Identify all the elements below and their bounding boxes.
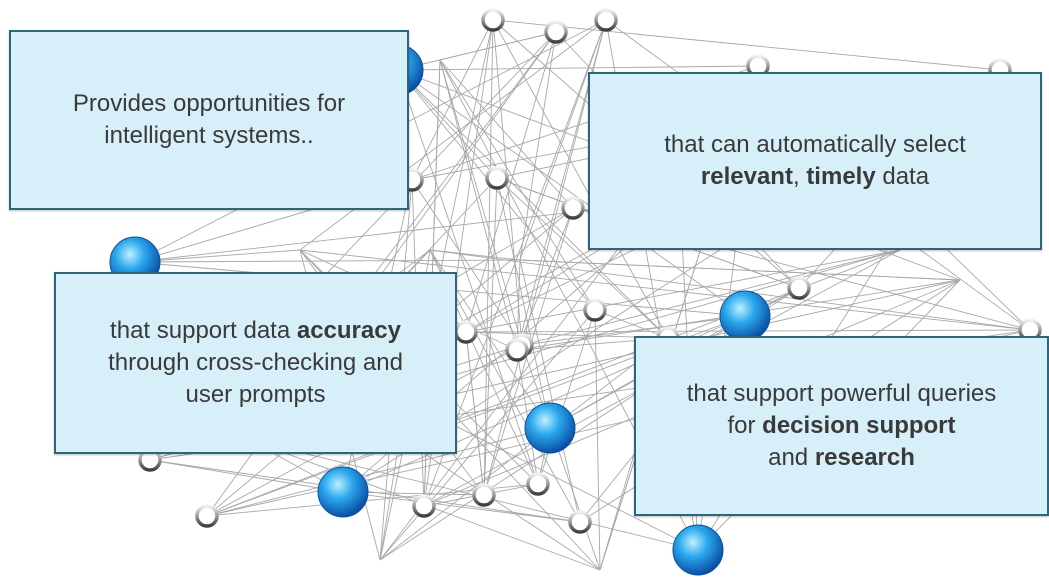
- callout-intelligent-systems: Provides opportunities for intelligent sy…: [9, 30, 409, 210]
- gray-node: [583, 298, 607, 322]
- network-edge: [483, 177, 498, 496]
- blue-node: [524, 402, 576, 454]
- network-edge: [134, 249, 301, 263]
- network-edge: [206, 249, 901, 517]
- network-edge: [519, 259, 961, 281]
- callout-line: for decision support: [687, 410, 997, 442]
- network-edge: [439, 59, 523, 346]
- blue-node: [719, 290, 771, 342]
- callout-text: that can automatically select relevant, t…: [650, 129, 980, 193]
- network-edge: [516, 207, 574, 351]
- network-edge: [397, 69, 746, 317]
- callout-line: relevant, timely data: [664, 161, 966, 193]
- callout-powerful-queries: that support powerful queries for decisio…: [634, 336, 1049, 516]
- network-edge: [439, 59, 596, 311]
- gray-node: [454, 320, 478, 344]
- callout-line: user prompts: [108, 379, 403, 411]
- callout-text-segment: and: [768, 444, 815, 471]
- callout-emphasis: decision support: [762, 412, 956, 439]
- network-edge: [465, 249, 901, 333]
- gray-node: [481, 8, 505, 32]
- callout-text: that support powerful queries for decisio…: [673, 378, 1011, 474]
- network-edge: [519, 259, 581, 523]
- callout-text-segment: that support powerful queries: [686, 380, 997, 407]
- callout-emphasis: accuracy: [296, 317, 401, 344]
- callout-line: through cross-checking and: [108, 347, 403, 379]
- network-edge: [134, 259, 521, 263]
- network-edge: [397, 65, 759, 71]
- callout-select-data: that can automatically select relevant, t…: [588, 72, 1042, 250]
- callout-line: that can automatically select: [664, 129, 966, 161]
- network-edge: [521, 344, 601, 571]
- gray-node: [568, 510, 592, 534]
- callout-text-segment: that can automatically select: [664, 131, 966, 158]
- network-edge: [379, 337, 669, 561]
- callout-line: Provides opportunities for: [73, 88, 345, 120]
- network-edge: [411, 19, 494, 181]
- callout-emphasis: relevant: [700, 163, 793, 190]
- network-edge: [299, 249, 1031, 331]
- network-edge: [519, 19, 607, 261]
- gray-node: [412, 494, 436, 518]
- callout-text: Provides opportunities for intelligent sy…: [59, 88, 359, 152]
- network-edge: [397, 69, 596, 311]
- callout-text-segment: intelligent systems..: [104, 122, 314, 149]
- network-edge: [397, 31, 557, 71]
- gray-node: [472, 483, 496, 507]
- callout-emphasis: timely: [806, 163, 876, 190]
- network-edge: [439, 59, 574, 209]
- callout-text-segment: for: [727, 412, 763, 439]
- network-edge: [519, 31, 557, 261]
- gray-node: [526, 472, 550, 496]
- network-edge: [411, 179, 523, 346]
- network-edge: [521, 315, 746, 346]
- callout-line: that support powerful queries: [687, 378, 997, 410]
- gray-node: [505, 338, 529, 362]
- callout-line: and research: [687, 442, 997, 474]
- blue-node: [317, 466, 369, 518]
- gray-node: [787, 276, 811, 300]
- gray-node: [195, 504, 219, 528]
- callout-text-segment: data: [875, 163, 930, 190]
- gray-node: [561, 196, 585, 220]
- network-edge: [594, 309, 601, 571]
- gray-node: [485, 166, 509, 190]
- network-edge: [397, 69, 669, 339]
- gray-node: [544, 20, 568, 44]
- network-edge: [149, 459, 344, 493]
- network-edge: [439, 59, 518, 351]
- network-edge: [537, 309, 596, 485]
- network-edge: [397, 69, 539, 485]
- network-edge: [429, 249, 1031, 331]
- callout-text-segment: that support data: [110, 317, 297, 344]
- network-edge: [496, 177, 669, 339]
- network-edge: [379, 309, 596, 561]
- blue-node: [672, 524, 724, 576]
- callout-line: that support data accuracy: [108, 315, 403, 347]
- network-edge: [299, 19, 607, 251]
- callout-text-segment: ,: [792, 163, 807, 190]
- callout-emphasis: research: [814, 444, 915, 471]
- gray-node: [594, 8, 618, 32]
- callout-text-segment: through cross-checking and: [108, 349, 403, 376]
- network-edge: [521, 249, 901, 346]
- callout-text-segment: user prompts: [185, 381, 326, 408]
- network-edge: [492, 19, 669, 339]
- callout-text-segment: Provides opportunities for: [72, 90, 346, 117]
- network-edge: [429, 249, 521, 261]
- network-edge: [594, 309, 669, 339]
- network-edge: [483, 19, 607, 496]
- network-edge: [492, 19, 1001, 71]
- callout-line: intelligent systems..: [73, 120, 345, 152]
